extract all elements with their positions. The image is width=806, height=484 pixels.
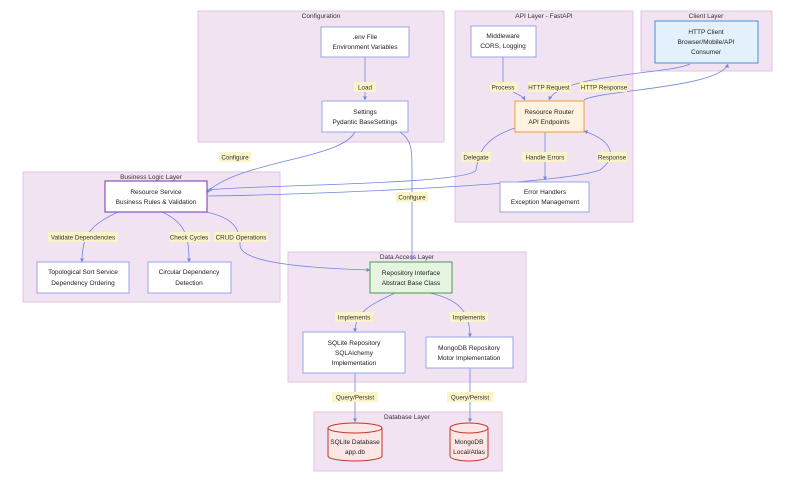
node-middleware-subtitle: CORS, Logging [480, 43, 526, 50]
node-circular-dep-title: Circular Dependency [159, 269, 220, 276]
node-topo-sort[interactable]: Topological Sort Service Dependency Orde… [36, 261, 130, 294]
edge-label-response: Response [598, 155, 627, 162]
node-topo-sort-subtitle: Dependency Ordering [51, 280, 115, 287]
node-middleware-title: Middleware [486, 33, 520, 40]
edge-validate-dependencies [80, 210, 121, 263]
node-sqlite-repo[interactable]: SQLite Repository SQLAlchemy Implementat… [302, 331, 406, 374]
group-api-layer-title: API Layer - FastAPI [515, 13, 573, 20]
edge-label-crud-operations: CRUD Operations [216, 235, 267, 242]
node-settings-subtitle: Pydantic BaseSettings [332, 119, 398, 126]
edge-label-implements-sqlite: Implements [338, 315, 371, 322]
node-mongo-repo[interactable]: MongoDB Repository Motor Implementation [425, 336, 514, 369]
edge-label-validate-dependencies: Validate Dependencies [51, 235, 115, 242]
edges [80, 57, 729, 423]
node-env-file-subtitle: Environment Variables [333, 44, 399, 51]
node-resource-service[interactable]: Resource Service Business Rules & Valida… [104, 180, 208, 213]
edge-label-http-response: HTTP Response [581, 85, 628, 92]
node-mongo-db-subtitle: Local/Atlas [453, 449, 486, 456]
node-http-client[interactable]: HTTP Client Browser/Mobile/API Consumer [654, 20, 759, 64]
node-error-handlers-subtitle: Exception Management [511, 199, 579, 206]
node-settings[interactable]: Settings Pydantic BaseSettings [321, 100, 409, 133]
edge-label-query-persist-sqlite: Query/Persist [336, 395, 374, 402]
edge-labels: Load Configure Configure Process HTTP Re… [48, 82, 628, 402]
edge-label-configure-repo: Configure [398, 195, 426, 202]
node-circular-dep-subtitle: Detection [175, 280, 203, 287]
edge-response [207, 130, 611, 197]
edge-configure-service [205, 131, 356, 194]
edge-label-http-request: HTTP Request [528, 85, 570, 92]
edge-label-load: Load [358, 85, 373, 92]
node-settings-title: Settings [353, 109, 377, 116]
node-mongo-db-title: MongoDB [455, 439, 484, 446]
edge-check-cycles [159, 210, 191, 263]
node-resource-router-subtitle: API Endpoints [528, 119, 570, 126]
database-cylinder-icon [449, 428, 489, 462]
edge-implements-mongo [429, 292, 472, 338]
node-env-file[interactable]: .env File Environment Variables [320, 26, 410, 58]
edge-label-handle-errors: Handle Errors [526, 155, 565, 162]
edge-configure-repo [399, 131, 414, 261]
node-error-handlers[interactable]: Error Handlers Exception Management [499, 181, 590, 213]
database-cylinder-icon [327, 428, 383, 462]
node-http-client-detail: Consumer [691, 49, 722, 56]
node-sqlite-repo-detail: Implementation [332, 360, 377, 367]
edge-label-query-persist-mongo: Query/Persist [451, 395, 489, 402]
node-repo-interface[interactable]: Repository Interface Abstract Base Class [369, 261, 453, 294]
node-circular-dep[interactable]: Circular Dependency Detection [147, 261, 232, 294]
edge-crud-operations [205, 211, 371, 272]
node-sqlite-repo-title: SQLite Repository [328, 340, 381, 347]
node-env-file-title: .env File [353, 34, 378, 41]
node-middleware[interactable]: Middleware CORS, Logging [470, 25, 537, 58]
node-error-handlers-title: Error Handlers [524, 189, 567, 196]
edge-implements-sqlite [353, 292, 396, 333]
node-mongo-repo-subtitle: Motor Implementation [438, 355, 501, 362]
node-sqlite-db[interactable]: SQLite Database app.db [327, 422, 383, 462]
edge-http-response [583, 63, 729, 101]
edge-label-delegate: Delegate [463, 155, 489, 162]
node-resource-router-title: Resource Router [524, 109, 574, 116]
node-http-client-subtitle: Browser/Mobile/API [677, 39, 734, 46]
edge-label-implements-mongo: Implements [453, 315, 486, 322]
node-resource-router[interactable]: Resource Router API Endpoints [514, 100, 585, 133]
node-sqlite-repo-subtitle: SQLAlchemy [335, 350, 374, 357]
node-resource-service-subtitle: Business Rules & Validation [116, 199, 197, 206]
group-configuration-title: Configuration [302, 13, 341, 20]
node-topo-sort-title: Topological Sort Service [48, 269, 118, 276]
edge-delegate [207, 127, 516, 192]
node-repo-interface-title: Repository Interface [382, 270, 441, 277]
group-client-layer-title: Client Layer [689, 13, 725, 20]
node-resource-service-title: Resource Service [130, 189, 182, 196]
group-database-title: Database Layer [384, 414, 431, 421]
node-repo-interface-subtitle: Abstract Base Class [382, 280, 441, 287]
node-mongo-db[interactable]: MongoDB Local/Atlas [449, 422, 489, 462]
node-sqlite-db-title: SQLite Database [330, 439, 380, 446]
edge-label-check-cycles: Check Cycles [170, 235, 209, 242]
group-data-access-title: Data Access Layer [380, 254, 435, 261]
group-business-logic-title: Business Logic Layer [120, 174, 183, 181]
node-mongo-repo-title: MongoDB Repository [438, 345, 501, 352]
edge-label-process: Process [492, 85, 515, 92]
node-http-client-title: HTTP Client [688, 29, 723, 36]
edge-http-request [548, 63, 691, 101]
edge-label-configure-service: Configure [221, 155, 249, 162]
node-sqlite-db-subtitle: app.db [345, 449, 365, 456]
